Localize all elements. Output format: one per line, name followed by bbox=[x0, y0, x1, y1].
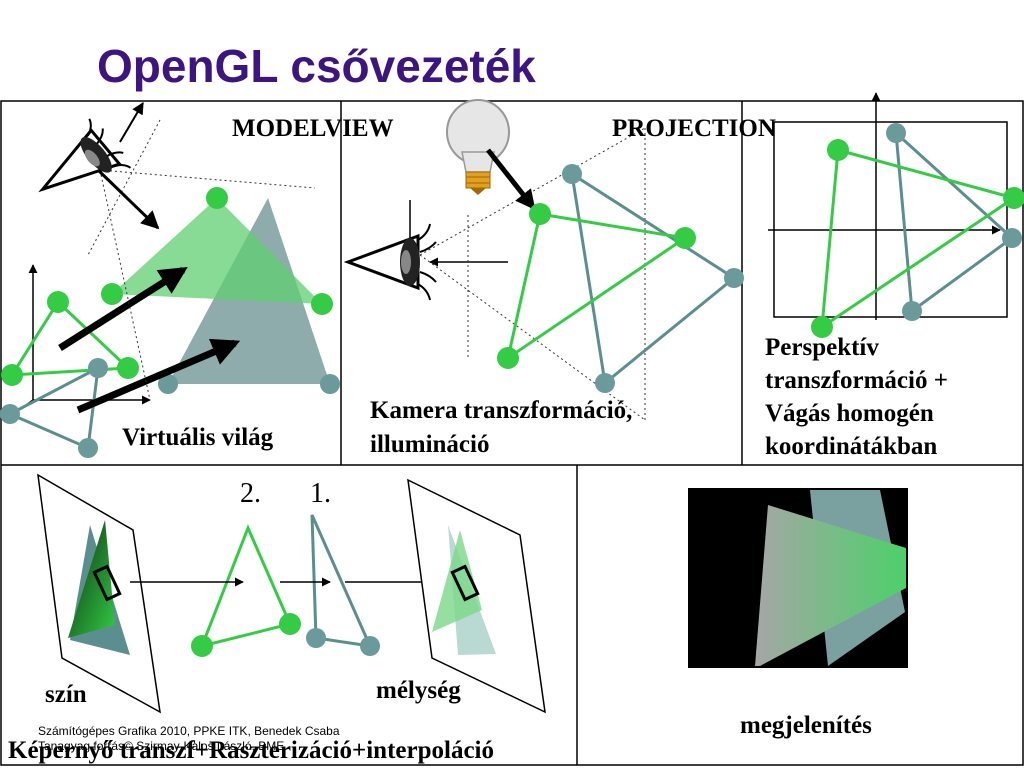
vertex-dot bbox=[902, 301, 922, 321]
view-frustum-line bbox=[99, 169, 316, 189]
vertex-dot bbox=[88, 358, 108, 378]
footer-line1: Számítógépes Grafika 2010, PPKE ITK, Ben… bbox=[38, 724, 340, 738]
vertex-dot bbox=[320, 374, 340, 394]
view-frustum-line bbox=[87, 119, 161, 256]
vertex-dot bbox=[311, 293, 333, 315]
footer-line2: Tanagyag forrás© Szirmay-Kalos László, B… bbox=[38, 739, 284, 753]
camera-green-triangle bbox=[505, 212, 689, 362]
persp-label-line4: koordinátákban bbox=[765, 433, 937, 460]
light-direction-arrow bbox=[486, 148, 536, 211]
local-teal-triangle bbox=[6, 365, 100, 451]
display-green-shape bbox=[755, 505, 906, 666]
vertex-dot bbox=[674, 227, 696, 249]
vertex-dot bbox=[0, 404, 20, 424]
vertex-dot bbox=[206, 187, 228, 209]
order-label-2: 2. bbox=[240, 478, 261, 509]
local-green-triangle bbox=[9, 299, 132, 377]
vertex-dot bbox=[191, 635, 213, 657]
panel-camera: PROJECTION Kamera transzformáció, illumi… bbox=[343, 99, 776, 458]
vertex-dot bbox=[595, 373, 615, 393]
slide-title: OpenGL csővezeték bbox=[97, 40, 536, 92]
vertex-dot bbox=[279, 613, 301, 635]
persp-label-line2: transzformáció + bbox=[765, 367, 948, 394]
order-label-1: 1. bbox=[310, 478, 331, 509]
persp-label-line3: Vágás homogén bbox=[765, 400, 934, 427]
panel-rasterization: 2. 1. szín mélység bbox=[37, 473, 546, 714]
vertex-dot bbox=[886, 123, 906, 143]
transform-arrow bbox=[58, 267, 188, 351]
vertex-dot bbox=[117, 357, 139, 379]
eye-icon bbox=[38, 118, 132, 193]
camera-eye-icon bbox=[343, 223, 437, 301]
vertex-dot bbox=[827, 139, 849, 161]
camera-label-line1: Kamera transzformáció, bbox=[370, 397, 632, 424]
frustum-line bbox=[419, 127, 646, 256]
depth-label: mélység bbox=[376, 677, 461, 704]
up-vector-arrow bbox=[119, 101, 144, 143]
virtual-world-label: Virtuális világ bbox=[122, 424, 274, 451]
clip-green-triangle bbox=[820, 148, 1018, 331]
vertex-dot bbox=[562, 164, 582, 184]
light-bulb-icon bbox=[446, 99, 510, 195]
modelview-label: MODELVIEW bbox=[232, 115, 394, 142]
color-green-fill bbox=[68, 520, 115, 638]
vertex-dot bbox=[1, 364, 23, 386]
color-label: szín bbox=[45, 681, 87, 708]
vertex-dot bbox=[78, 438, 98, 458]
vertex-dot bbox=[47, 291, 69, 313]
frustum-line bbox=[419, 254, 646, 421]
vertex-dot bbox=[158, 374, 178, 394]
clip-teal-triangle bbox=[894, 129, 1015, 314]
panel-virtual-world: MODELVIEW Virtuális világ bbox=[0, 101, 394, 458]
vertex-dot bbox=[497, 347, 519, 369]
display-label: megjelenítés bbox=[740, 712, 872, 739]
raster-pipeline-label: Képernyő transzf+Raszterizáció+interpolá… bbox=[8, 737, 494, 764]
vertex-dot bbox=[529, 203, 551, 225]
panel-frames bbox=[0, 100, 1024, 766]
raster-teal-triangle bbox=[310, 514, 373, 648]
view-direction-arrow bbox=[96, 168, 160, 230]
vertex-dot bbox=[101, 283, 123, 305]
vertex-dot bbox=[724, 268, 744, 288]
raster-green-triangle bbox=[199, 524, 293, 649]
panel-display: megjelenítés bbox=[688, 488, 908, 739]
vertex-dot bbox=[1002, 228, 1022, 248]
vertex-dot bbox=[811, 316, 833, 338]
vertex-dot bbox=[1003, 187, 1024, 209]
camera-teal-triangle bbox=[569, 170, 737, 386]
view-frustum-line bbox=[99, 169, 151, 401]
projection-label: PROJECTION bbox=[612, 115, 776, 142]
camera-label-line2: illumináció bbox=[370, 431, 489, 458]
clip-volume-box bbox=[773, 121, 1008, 318]
vertex-dot bbox=[306, 628, 326, 648]
panel-perspective: Perspektív transzformáció + Vágás homogé… bbox=[765, 92, 1024, 460]
vertex-dot bbox=[360, 636, 380, 656]
pixel-marker bbox=[450, 564, 480, 602]
pixel-marker bbox=[92, 564, 122, 602]
transform-arrow bbox=[76, 338, 241, 414]
persp-label-line1: Perspektív bbox=[765, 334, 879, 361]
